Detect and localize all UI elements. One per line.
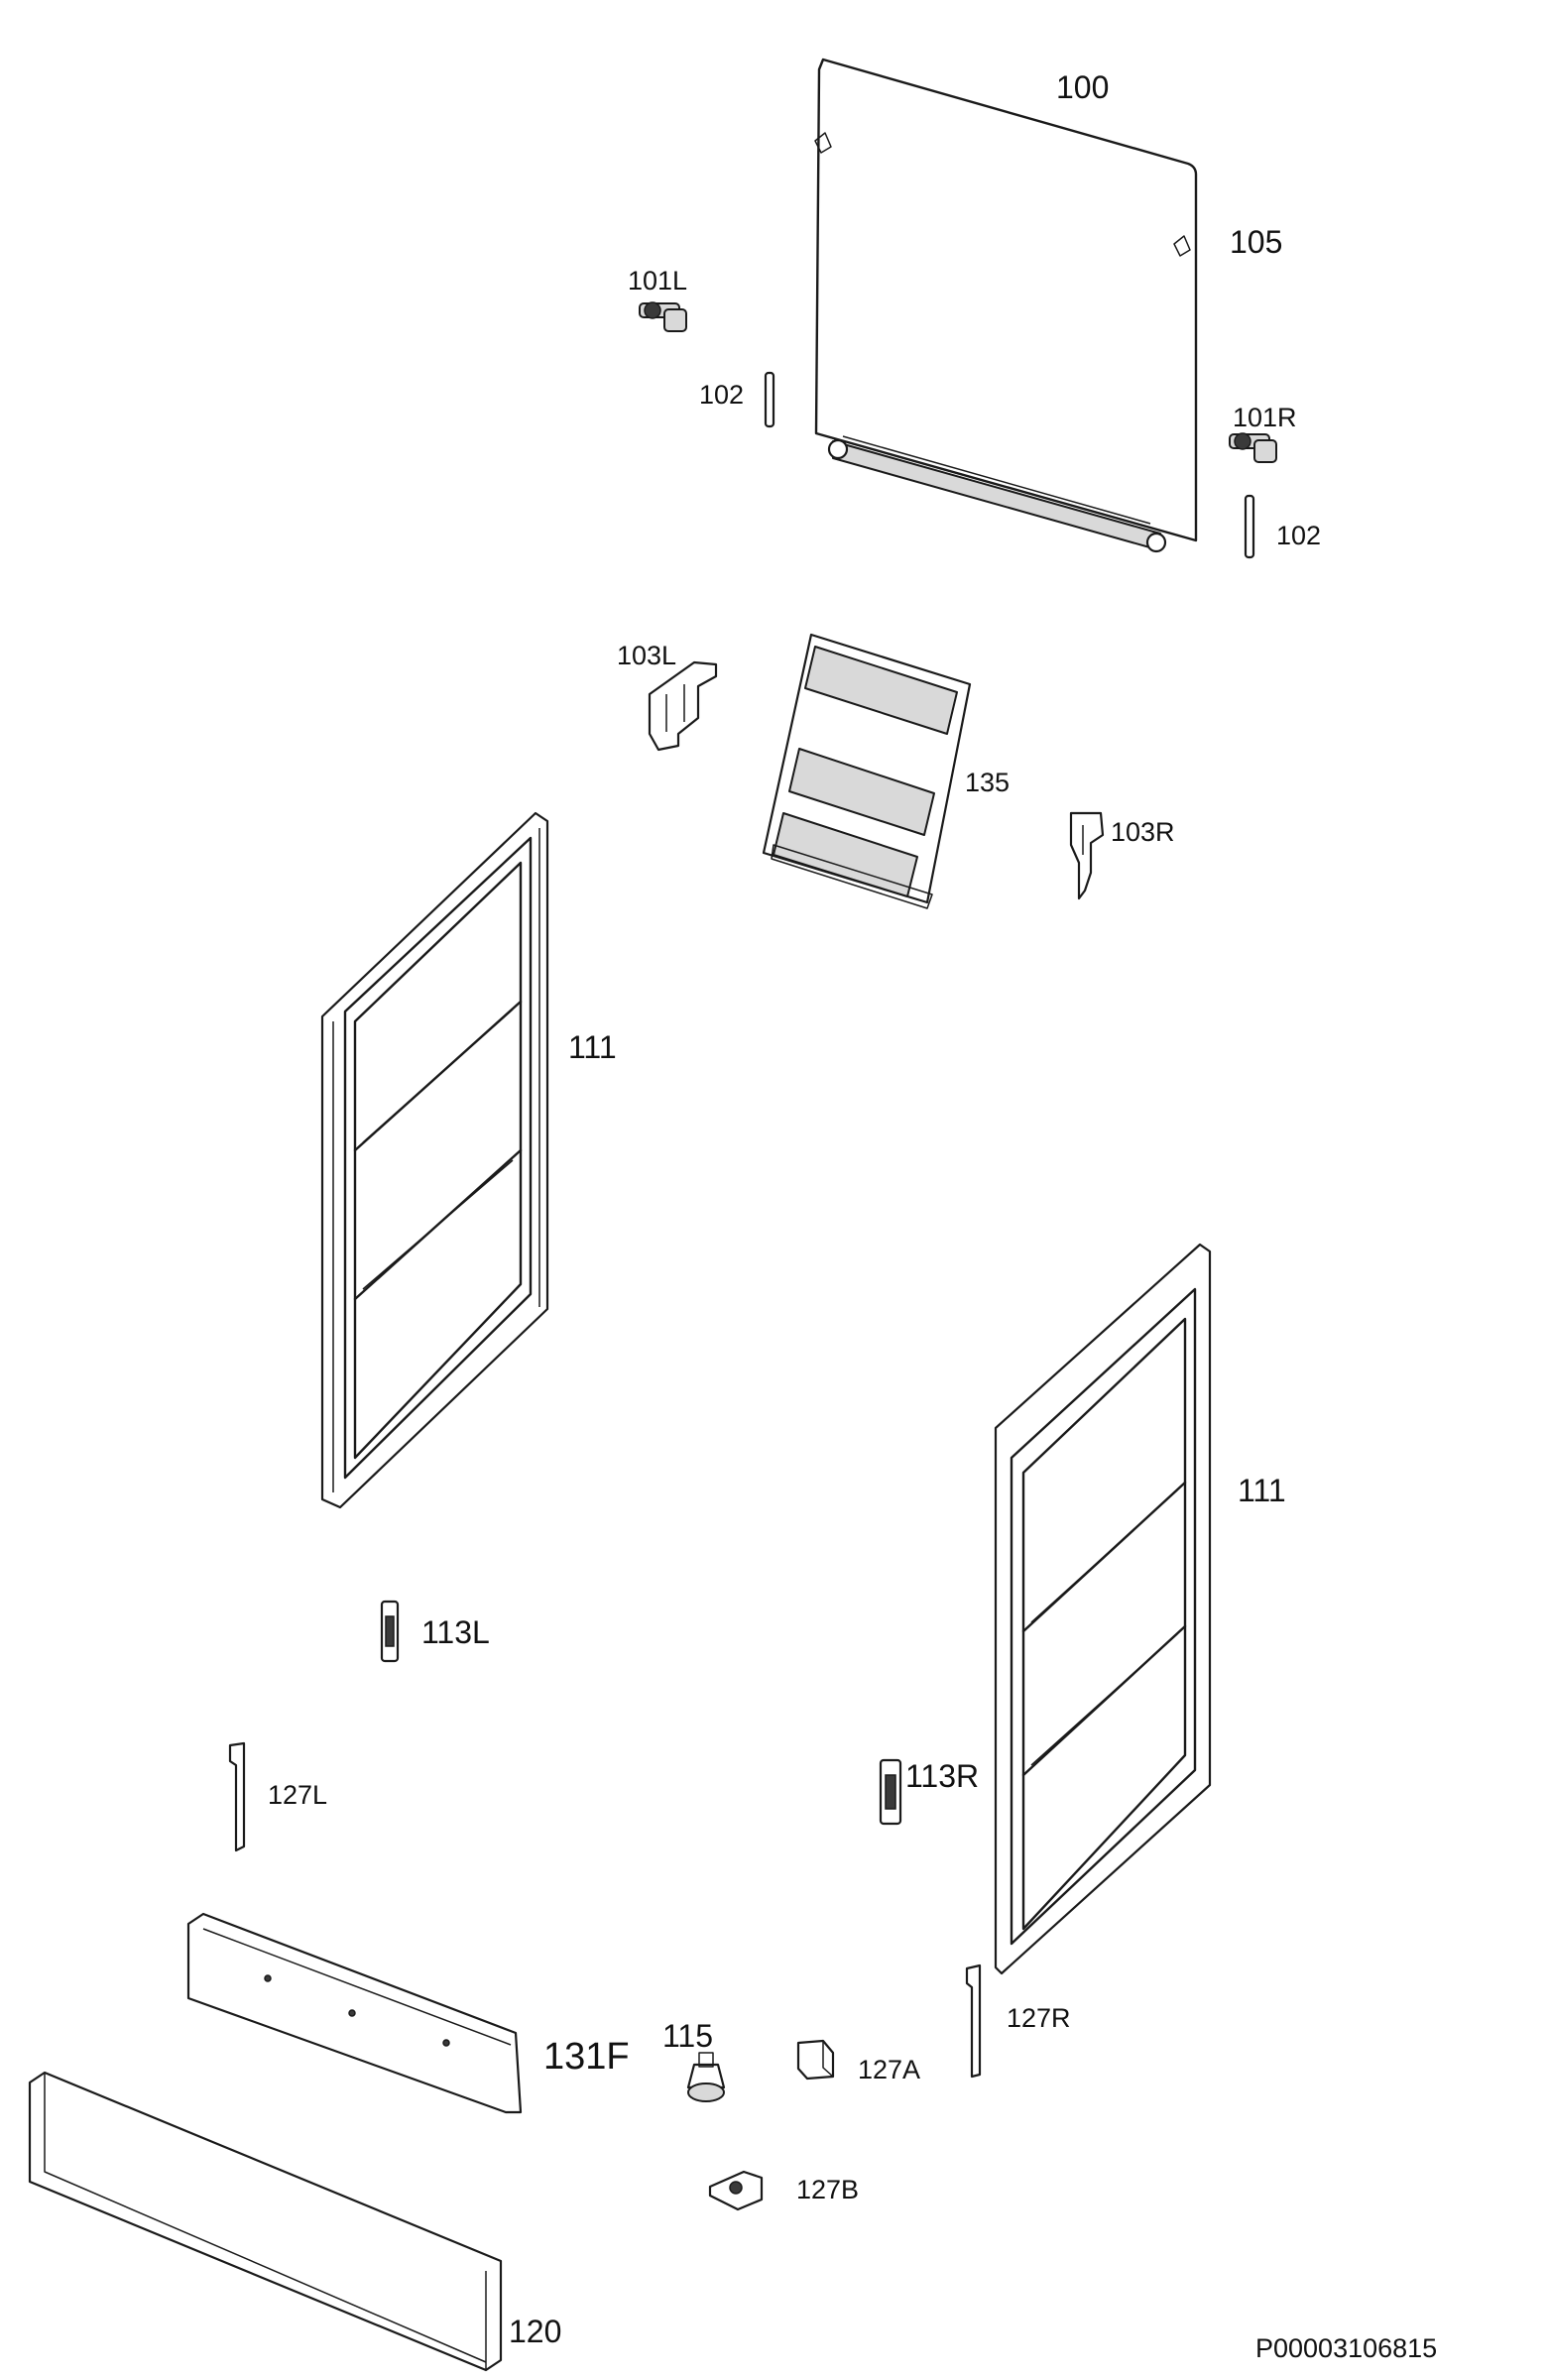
label-120: 120 <box>509 2314 562 2349</box>
part-102-rod-right[interactable] <box>1244 494 1255 559</box>
label-101L: 101L <box>628 266 688 296</box>
label-127R: 127R <box>1007 2003 1071 2033</box>
label-113L: 113L <box>421 1614 490 1650</box>
drawing-id: P00003106815 <box>1255 2333 1438 2363</box>
label-111-right: 111 <box>1238 1473 1286 1508</box>
part-111-frame-left[interactable] <box>320 811 549 1509</box>
label-102-left: 102 <box>699 380 745 410</box>
label-131F: 131F <box>543 2036 630 2078</box>
label-111-left: 111 <box>568 1029 617 1065</box>
label-127L: 127L <box>268 1780 328 1810</box>
label-135: 135 <box>965 768 1011 797</box>
part-103R-bracket[interactable] <box>1069 811 1105 900</box>
label-100: 100 <box>1056 69 1110 105</box>
part-127A-clip[interactable] <box>796 2039 835 2081</box>
label-102-right: 102 <box>1276 521 1322 550</box>
part-103L-bracket[interactable] <box>648 660 718 752</box>
part-131F-panel[interactable] <box>186 1912 523 2114</box>
part-127R-strip[interactable] <box>965 1964 982 2079</box>
label-127A: 127A <box>858 2055 921 2084</box>
part-102-rod-left[interactable] <box>764 371 775 428</box>
label-113R: 113R <box>905 1758 980 1794</box>
part-127B-bracket[interactable] <box>708 2170 764 2211</box>
label-105: 105 <box>1230 224 1283 260</box>
label-115: 115 <box>662 2018 714 2054</box>
part-115-foot[interactable] <box>686 2052 726 2102</box>
part-101L-pin[interactable] <box>639 301 687 332</box>
label-103R: 103R <box>1111 817 1175 847</box>
part-113L-hinge[interactable] <box>380 1600 400 1663</box>
part-111-frame-right[interactable] <box>994 1243 1212 1975</box>
part-120-panel[interactable] <box>28 2071 503 2372</box>
part-135-shelf-insert[interactable] <box>762 633 972 909</box>
label-127B: 127B <box>796 2175 860 2204</box>
part-127L-strip[interactable] <box>228 1741 246 1852</box>
label-103L: 103L <box>617 641 677 670</box>
label-101R: 101R <box>1233 403 1297 432</box>
part-113R-hinge[interactable] <box>879 1758 902 1826</box>
part-100-glass-panel[interactable] <box>814 58 1198 553</box>
part-101R-pin[interactable] <box>1229 432 1277 463</box>
